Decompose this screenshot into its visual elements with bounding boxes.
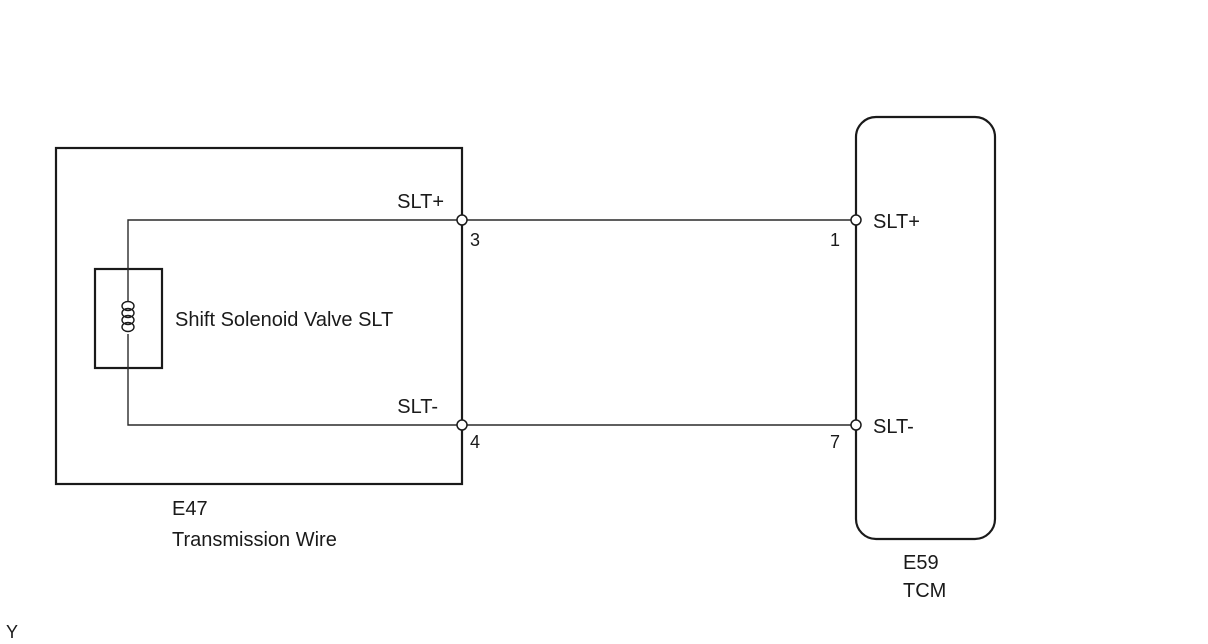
ecu-name-label: TCM bbox=[903, 580, 946, 602]
e47-pin-signal-label: SLT- bbox=[397, 396, 438, 418]
solenoid-label: Shift Solenoid Valve SLT bbox=[175, 309, 393, 331]
e59-pin-signal-label: SLT- bbox=[873, 416, 914, 438]
coil-icon bbox=[121, 300, 135, 333]
e59-pin-signal-label: SLT+ bbox=[873, 211, 920, 233]
terminal-e47-3 bbox=[456, 214, 468, 226]
terminal-e47-4 bbox=[456, 419, 468, 431]
e47-pin-number: 3 bbox=[470, 230, 480, 250]
internal-wire-slt-plus bbox=[127, 219, 462, 269]
e59-pin-number: 7 bbox=[830, 432, 840, 452]
transmission-wire-box bbox=[54, 146, 464, 486]
e59-pin-number: 1 bbox=[830, 230, 840, 250]
harness-code-label: E47 bbox=[172, 498, 208, 520]
e47-pin-signal-label: SLT+ bbox=[397, 191, 444, 213]
internal-wire-slt-minus bbox=[127, 368, 462, 426]
terminal-e59-1 bbox=[850, 214, 862, 226]
corner-mark: Y bbox=[6, 622, 18, 642]
harness-name-label: Transmission Wire bbox=[172, 529, 337, 551]
e47-pin-number: 4 bbox=[470, 432, 480, 452]
tcm-box bbox=[854, 115, 997, 541]
terminal-e59-7 bbox=[850, 419, 862, 431]
ecu-code-label: E59 bbox=[903, 552, 939, 574]
